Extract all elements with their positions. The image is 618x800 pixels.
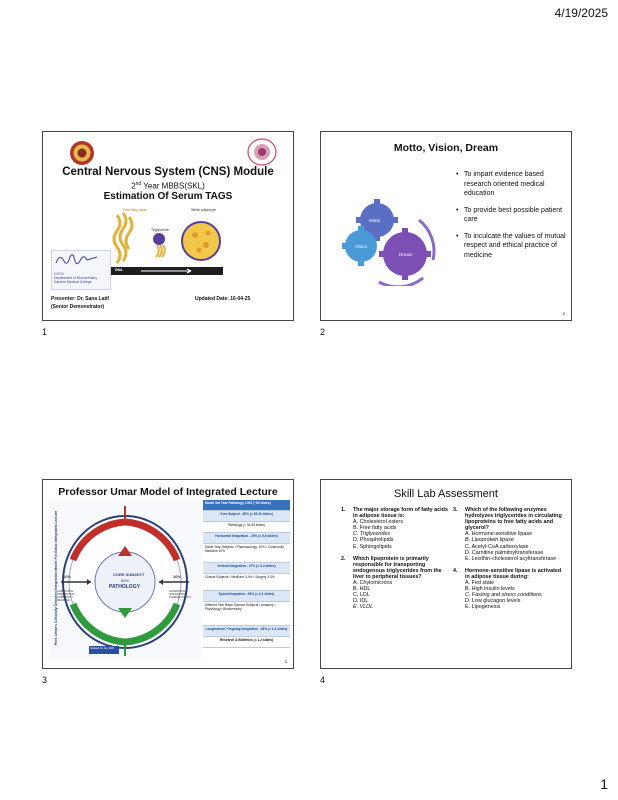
gear-label-dream: Dream xyxy=(399,252,413,257)
option: B. High insulin levels xyxy=(465,586,515,593)
slide-4-label: 4 xyxy=(320,675,326,685)
slide-4-title: Skill Lab Assessment xyxy=(394,488,498,500)
left-integration-text: HORIZONTAL INTEGRATION COMMUNITY MEDICIN… xyxy=(57,590,75,602)
question-text: Hormone-sensitive lipase is activated in… xyxy=(465,567,562,580)
signature-icon xyxy=(55,254,98,265)
presenter-role: (Senior Demonstrator) xyxy=(51,304,105,310)
slide-3: Professor Umar Model of Integrated Lectu… xyxy=(42,479,294,669)
question-3: 3.Which of the following enzymes hydroly… xyxy=(453,507,565,562)
slide-2-number: 2 xyxy=(562,311,565,316)
figure-label-adipocyte: White adipocyte xyxy=(191,208,216,212)
option: E. Lecithin-cholesterol acyltransferase xyxy=(465,555,557,562)
slide-1-label: 1 xyxy=(42,327,48,337)
option: B. Lipoprotein lipase xyxy=(465,537,514,544)
slide-3-label: 3 xyxy=(42,675,48,685)
option: D. IDL xyxy=(353,598,369,605)
signature-stamp: H.O.D Department of Biochemistry Karachi… xyxy=(51,250,111,290)
option: C. Triglycerides xyxy=(353,531,391,538)
question-column-right: 3.Which of the following enzymes hydroly… xyxy=(453,507,565,617)
core-subject-pct: 60% xyxy=(121,578,130,583)
question-column-left: 1.The major storage form of fatty acids … xyxy=(341,507,453,617)
slide-1-heading: Estimation Of Serum TAGS xyxy=(103,191,233,202)
breakdown-row: Same Year Subjects • Pharmacology, 10% •… xyxy=(203,544,290,563)
option: C. Fasting and stress conditions xyxy=(465,592,542,599)
question-2: 2.Which lipoprotein is primarily respons… xyxy=(341,556,453,611)
slide-4: Skill Lab Assessment 1.The major storage… xyxy=(320,479,572,669)
presenter: Presenter: Dr. Sana Latif xyxy=(51,296,110,302)
updated-date: Updated Date: 16-04-25 xyxy=(195,296,251,302)
slide-1-subtitle: 2nd Year MBBS(SKL) xyxy=(131,181,205,191)
figure-label-ffa: Free fatty acids xyxy=(123,208,147,212)
page-number: 1 xyxy=(600,776,608,792)
signature-caption: H.O.D Department of Biochemistry Karachi… xyxy=(54,272,98,284)
breakdown-row: Core Subject - 60% (= 36-30 slides) xyxy=(203,511,290,522)
breakdown-row: Spiral Integration - 06% (= 2-4 slides) xyxy=(203,591,290,602)
left-integration-pct: 10% xyxy=(63,574,72,579)
vision-bullets: To impart evidence based research orient… xyxy=(456,170,568,267)
option: A. Hormone-sensitive lipase xyxy=(465,531,533,538)
college-logo-left xyxy=(70,141,94,165)
option: A. Fed state xyxy=(465,580,495,587)
triglyceride-figure xyxy=(111,212,223,275)
option: A. Cholesterol esters xyxy=(353,519,404,526)
breakdown-row: Pathology (= 36-38 slides) xyxy=(203,522,290,533)
gear-label-vision: Vision xyxy=(355,244,368,249)
pathology-slide-breakdown: Model 3rd Year Pathology LGIS (~60 slide… xyxy=(203,500,290,648)
option: E. VLDL xyxy=(353,604,374,611)
option: C. Acetyl-CoA carboxylase xyxy=(465,543,529,550)
figure-bar-label: DNA xyxy=(115,268,123,272)
bullet-item: To provide best possible patient care xyxy=(456,206,568,225)
right-integration-text: HORIZONTAL INTEGRATION PHARMACOLOGY xyxy=(169,590,192,599)
slide-2-label: 2 xyxy=(320,327,326,337)
breakdown-row: Different Year Basic Science Subjects • … xyxy=(203,602,290,626)
question-4: 4.Hormone-sensitive lipase is activated … xyxy=(453,568,565,611)
slide-1-title: Central Nervous System (CNS) Module xyxy=(62,166,274,178)
gear-label-motto: Motto xyxy=(369,218,381,223)
integration-model-diagram xyxy=(49,500,201,660)
option: E. Lipogenesis xyxy=(465,604,501,611)
right-integration-pct: 10% xyxy=(173,574,182,579)
option: D. Carnitine palmitoyltransferase xyxy=(465,549,544,556)
question-1: 1.The major storage form of fatty acids … xyxy=(341,507,453,550)
gears-icon xyxy=(342,199,436,286)
figure-label-tg: Triglyceride xyxy=(151,228,169,232)
slide-3-title: Professor Umar Model of Integrated Lectu… xyxy=(58,486,278,498)
slide-2-title: Motto, Vision, Dream xyxy=(393,142,499,154)
breakdown-row: Longitudinal / Ongoing Integration - 03%… xyxy=(203,626,290,637)
vertical-model-label: Prof. Umar's Clinically Oriented Integra… xyxy=(54,510,58,646)
bullet-item: To impart evidence based research orient… xyxy=(456,170,568,199)
question-text: Which lipoprotein is primarily responsib… xyxy=(353,555,442,580)
college-logo-right xyxy=(247,138,277,166)
option: D. Phospholipids xyxy=(353,537,394,544)
breakdown-row: Horizontal Integration - 20% (= 5-6 slid… xyxy=(203,533,290,544)
option: B. HDL xyxy=(353,586,371,593)
breakdown-row: Research & Bioethics (= 1-2 slides) xyxy=(203,637,290,648)
option: D. Low glucagon levels xyxy=(465,598,521,605)
question-text: The major storage form of fatty acids in… xyxy=(353,507,448,520)
slide-3-number: 3 xyxy=(284,659,287,664)
core-subject-name: PATHOLOGY xyxy=(109,584,140,590)
core-subject-label: CORE SUBJECT xyxy=(113,572,145,577)
breakdown-row: Vertical Integration - 07% (= 3-4 slides… xyxy=(203,563,290,574)
option: E. Sphingolipids xyxy=(353,543,392,550)
option: C. LDL xyxy=(353,592,370,599)
slide-1: Central Nervous System (CNS) Module 2nd … xyxy=(42,131,294,321)
print-date: 4/19/2025 xyxy=(554,6,608,20)
breakdown-row: Clinical Subjects • Medicine 3-4% • Surg… xyxy=(203,574,290,591)
option: B. Free fatty acids xyxy=(353,525,397,532)
bullet-item: To inculcate the values of mutual respec… xyxy=(456,232,568,261)
question-text: Which of the following enzymes hydrolyze… xyxy=(465,507,562,532)
breakdown-row: Model 3rd Year Pathology LGIS (~60 slide… xyxy=(203,500,290,511)
option: A. Chylomicrons xyxy=(353,580,393,587)
updated-badge: Updated 1st Jan, 2023 xyxy=(90,647,115,650)
slide-2: Motto, Vision, Dream Motto Vision Dream … xyxy=(320,131,572,321)
